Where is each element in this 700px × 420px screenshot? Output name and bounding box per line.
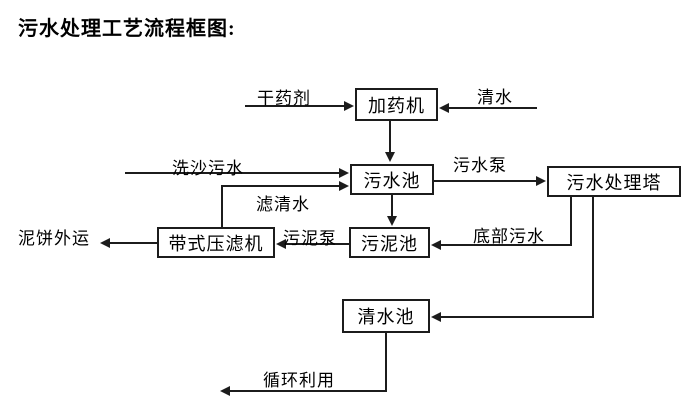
- flow-line-recycling-horizontal: [229, 390, 387, 392]
- flow-line-sewage-pump: [434, 180, 537, 182]
- flow-line-filtered-water-horizontal: [221, 185, 340, 187]
- arrowhead-left-icon: [276, 239, 286, 249]
- arrowhead-right-icon: [344, 101, 354, 111]
- diagram-title: 污水处理工艺流程框图:: [18, 18, 236, 40]
- flow-line-bottom-sewage-vertical: [570, 197, 572, 246]
- label-dry-chemical: 干药剂: [257, 89, 311, 108]
- arrowhead-down-icon: [385, 152, 395, 162]
- node-sludge-pool: 污泥池: [349, 227, 430, 258]
- flow-line-filtered-water-vertical: [221, 186, 223, 228]
- arrowhead-left-icon: [439, 103, 449, 113]
- flow-line-bottom-sewage-horizontal: [440, 244, 572, 246]
- node-clear-water-pool: 清水池: [342, 299, 430, 333]
- arrowhead-right-icon: [339, 181, 349, 191]
- flow-line-dosing-to-sewage: [389, 121, 391, 153]
- flow-line-recycling-vertical: [385, 333, 387, 391]
- flow-line-sand-wash-sewage: [125, 172, 340, 174]
- node-treatment-tower: 污水处理塔: [547, 166, 681, 197]
- flow-line-sewage-to-sludge: [391, 195, 393, 217]
- label-sewage-pump: 污水泵: [453, 156, 507, 175]
- arrowhead-left-icon: [100, 238, 110, 248]
- label-filtered-water: 滤清水: [256, 195, 310, 214]
- flow-line-tower-to-clear-vertical: [592, 197, 594, 318]
- arrowhead-right-icon: [339, 168, 349, 178]
- flow-line-clean-water: [448, 107, 537, 109]
- label-bottom-sewage: 底部污水: [473, 227, 545, 246]
- node-belt-filter-press: 带式压滤机: [157, 227, 275, 258]
- label-sand-wash-sewage: 洗沙污水: [172, 159, 244, 178]
- node-dosing-machine: 加药机: [355, 88, 438, 121]
- flow-line-tower-to-clear-horizontal: [440, 316, 594, 318]
- label-sludge-pump: 污泥泵: [283, 229, 337, 248]
- flow-line-sludge-pump: [285, 243, 349, 245]
- label-clean-water: 清水: [477, 88, 513, 107]
- label-recycling: 循环利用: [263, 371, 335, 390]
- flow-line-mud-cake: [109, 242, 157, 244]
- label-mud-cake-outbound: 泥饼外运: [18, 229, 90, 248]
- arrowhead-left-icon: [431, 240, 441, 250]
- arrowhead-down-icon: [387, 216, 397, 226]
- arrowhead-right-icon: [536, 176, 546, 186]
- flow-line-dry-chemical: [245, 105, 345, 107]
- arrowhead-left-icon: [220, 386, 230, 396]
- node-sewage-pool: 污水池: [350, 164, 434, 195]
- arrowhead-left-icon: [431, 312, 441, 322]
